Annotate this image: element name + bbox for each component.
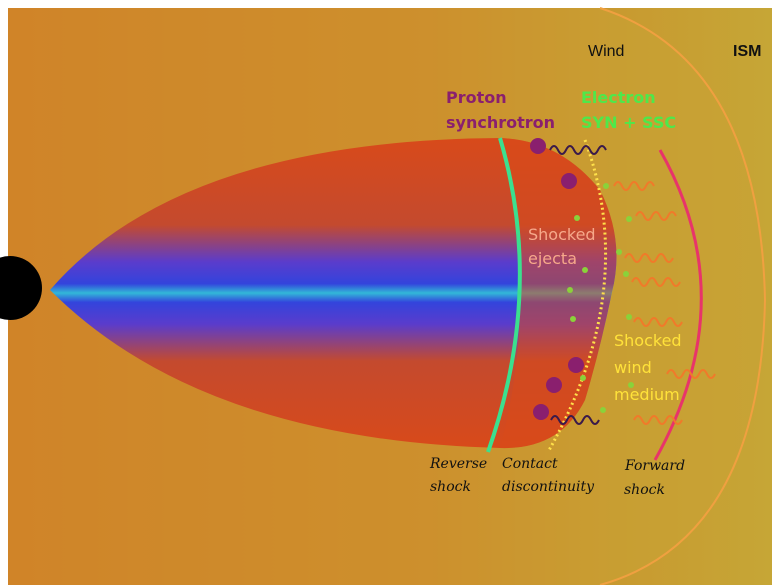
proton: [530, 138, 546, 154]
reverse-shock-label-line1: Reverse: [429, 456, 487, 472]
electron: [626, 216, 632, 222]
proton: [533, 404, 549, 420]
contact-discontinuity-label-line1: Contact: [502, 456, 558, 472]
photon-wave: [633, 415, 683, 425]
shocked-wind-medium-label-line2: wind: [614, 358, 652, 377]
shocked-ejecta-label-line2: ejecta: [528, 249, 577, 268]
electron: [580, 375, 586, 381]
wind-label: Wind: [588, 43, 624, 60]
photon-wave: [613, 181, 655, 191]
photon-wave: [549, 145, 607, 155]
electron: [616, 249, 622, 255]
photon-wave: [624, 253, 674, 263]
central-engine: [0, 256, 42, 320]
electron: [603, 183, 609, 189]
electron: [623, 271, 629, 277]
electron: [570, 316, 576, 322]
contact-discontinuity-line: [546, 139, 608, 453]
proton: [561, 173, 577, 189]
proton-synchrotron-label-line1: Proton: [446, 88, 507, 107]
electron: [600, 407, 606, 413]
reverse-shock-label-line2: shock: [430, 479, 471, 495]
ism-label: ISM: [733, 43, 761, 60]
forward-shock-line: [653, 149, 703, 461]
electron: [574, 215, 580, 221]
proton-synchrotron-label-line2: synchrotron: [446, 113, 555, 132]
electron-syn-ssc-label-line1: Electron: [581, 88, 656, 107]
photon-wave: [550, 415, 600, 425]
reverse-shock-line: [486, 137, 522, 453]
photon-wave: [633, 317, 683, 327]
forward-shock-label-line1: Forward: [624, 458, 685, 474]
shocked-wind-medium-label-line1: Shocked: [614, 331, 682, 350]
photon-wave: [666, 369, 716, 379]
shocked-ejecta-region: [500, 138, 617, 449]
forward-shock-label-line2: shock: [624, 482, 665, 498]
contact-discontinuity-label-line2: discontinuity: [502, 479, 595, 495]
photon-wave: [631, 277, 681, 287]
bubble-edge: [599, 7, 767, 585]
electron-syn-ssc-label-line2: SYN + SSC: [581, 113, 676, 132]
photon-wave: [635, 211, 677, 221]
electron: [582, 267, 588, 273]
electron: [626, 314, 632, 320]
proton: [568, 357, 584, 373]
electron: [567, 287, 573, 293]
shocked-wind-medium-label-line3: medium: [614, 385, 680, 404]
jet-body: [50, 138, 617, 449]
electron: [628, 382, 634, 388]
proton: [546, 377, 562, 393]
shocked-ejecta-label-line1: Shocked: [528, 225, 596, 244]
